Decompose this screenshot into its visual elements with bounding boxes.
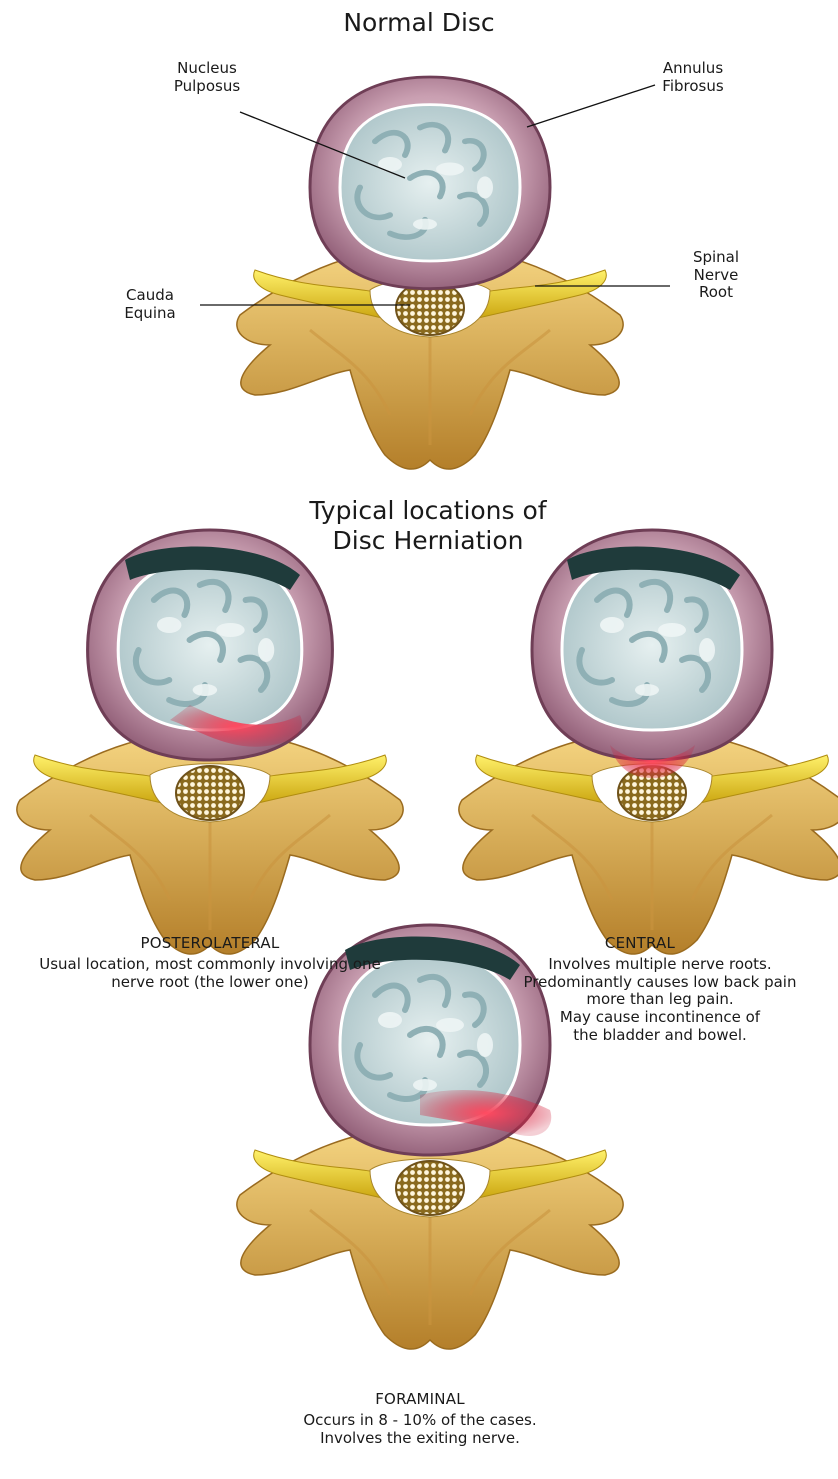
- foraminal-description: Occurs in 8 - 10% of the cases. Involves…: [270, 1412, 570, 1447]
- central-heading: CENTRAL: [565, 935, 715, 953]
- herniation-title: Typical locations of Disc Herniation: [283, 496, 573, 555]
- posterolateral-heading: POSTEROLATERAL: [80, 935, 340, 953]
- cauda-equina-label: Cauda Equina: [105, 287, 195, 322]
- normal-disc-figure: [200, 77, 670, 469]
- normal-disc-title: Normal Disc: [319, 8, 519, 38]
- annulus-leader-line: [527, 85, 655, 127]
- central-description: Involves multiple nerve roots. Predomina…: [490, 956, 830, 1044]
- central-figure: [459, 530, 838, 954]
- nucleus-pulposus-label: Nucleus Pulposus: [152, 60, 262, 95]
- spinal-nerve-root-label: Spinal Nerve Root: [676, 249, 756, 302]
- posterolateral-description: Usual location, most commonly involving …: [10, 956, 410, 991]
- foraminal-heading: FORAMINAL: [340, 1391, 500, 1409]
- annulus-fibrosus-label: Annulus Fibrosus: [643, 60, 743, 95]
- posterolateral-figure: [17, 530, 403, 954]
